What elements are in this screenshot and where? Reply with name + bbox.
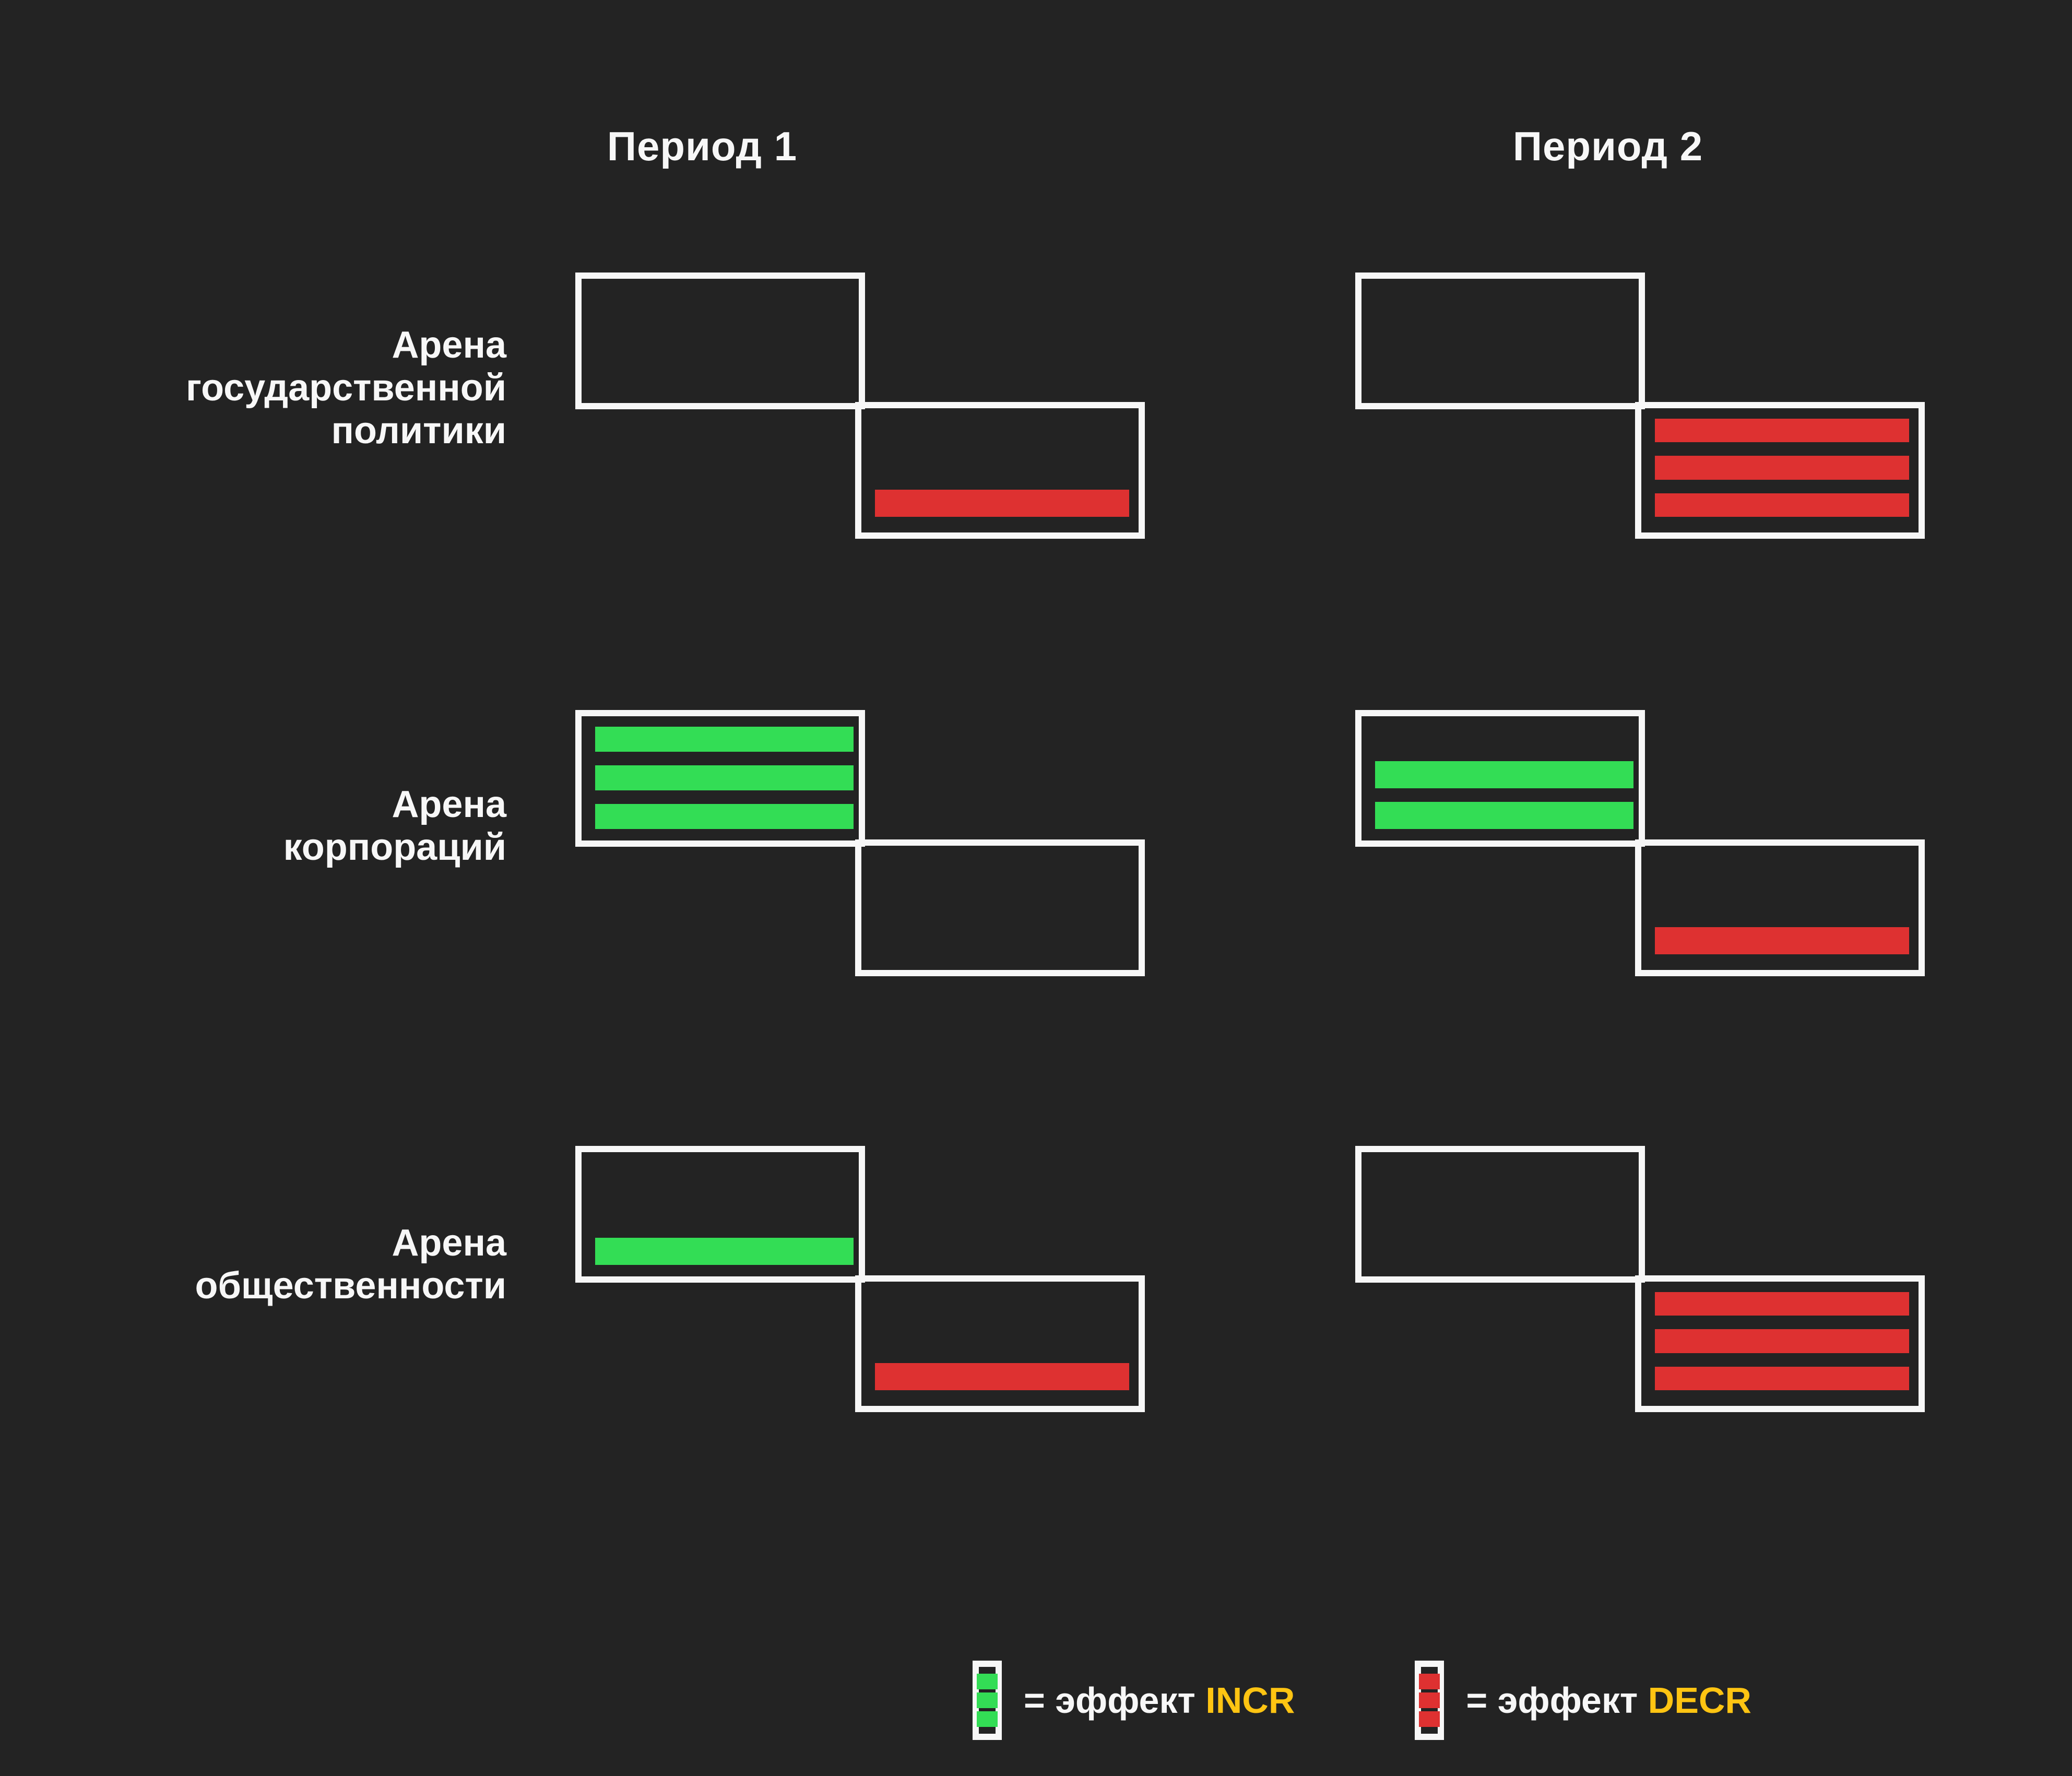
decr-bar <box>1655 456 1909 480</box>
decr-bar <box>1655 927 1909 954</box>
legend-swatch-incr <box>973 1661 1002 1740</box>
decr-box <box>855 1275 1145 1412</box>
decr-bar <box>875 1363 1129 1390</box>
legend: = эффект INCR = эффект DECR <box>973 1661 1751 1740</box>
incr-bar <box>595 804 854 829</box>
decr-bar <box>1655 493 1909 517</box>
incr-bar <box>595 765 854 790</box>
legend-item-incr: = эффект INCR <box>973 1661 1295 1740</box>
decr-bar <box>1655 1292 1909 1316</box>
decr-bar <box>1655 1329 1909 1353</box>
incr-box <box>575 1146 865 1283</box>
legend-prefix-incr: = эффект <box>1024 1680 1206 1721</box>
column-header-period-2: Период 2 <box>1512 123 1703 169</box>
legend-label-decr: = эффект DECR <box>1466 1679 1751 1721</box>
cell-state-policy-period-2 <box>1355 273 1935 565</box>
swatch-bar <box>977 1692 998 1708</box>
legend-swatch-decr <box>1415 1661 1445 1740</box>
incr-box <box>575 710 865 847</box>
incr-bar <box>595 1238 854 1265</box>
decr-bar <box>1655 1366 1909 1390</box>
swatch-bar <box>977 1711 998 1727</box>
row-label-state-policy-arena: Арена государственной политики <box>186 324 506 452</box>
legend-keyword-incr: INCR <box>1205 1680 1295 1721</box>
incr-bar <box>1375 802 1633 829</box>
column-header-period-1: Период 1 <box>607 123 798 169</box>
cell-corporations-period-2 <box>1355 710 1935 1002</box>
incr-box <box>1355 1146 1645 1283</box>
cell-state-policy-period-1 <box>575 273 1155 565</box>
decr-box <box>855 839 1145 976</box>
incr-box <box>575 273 865 409</box>
decr-bar <box>1655 419 1909 443</box>
swatch-bar <box>1419 1692 1440 1708</box>
decr-box <box>1635 1275 1925 1412</box>
row-label-corporations-arena: Арена корпораций <box>283 784 506 869</box>
legend-keyword-decr: DECR <box>1648 1680 1751 1721</box>
legend-item-decr: = эффект DECR <box>1415 1661 1751 1740</box>
cell-corporations-period-1 <box>575 710 1155 1002</box>
decr-box <box>1635 402 1925 539</box>
cell-public-period-2 <box>1355 1146 1935 1438</box>
legend-label-incr: = эффект INCR <box>1024 1679 1295 1721</box>
decr-bar <box>875 490 1129 517</box>
incr-bar <box>1375 761 1633 788</box>
legend-prefix-decr: = эффект <box>1466 1680 1648 1721</box>
incr-bar <box>595 727 854 752</box>
decr-box <box>855 402 1145 539</box>
swatch-bar <box>1419 1674 1440 1689</box>
incr-box <box>1355 710 1645 847</box>
swatch-bar <box>977 1674 998 1689</box>
row-label-public-arena: Арена общественности <box>195 1222 506 1307</box>
cell-public-period-1 <box>575 1146 1155 1438</box>
incr-box <box>1355 273 1645 409</box>
decr-box <box>1635 839 1925 976</box>
swatch-bar <box>1419 1711 1440 1727</box>
